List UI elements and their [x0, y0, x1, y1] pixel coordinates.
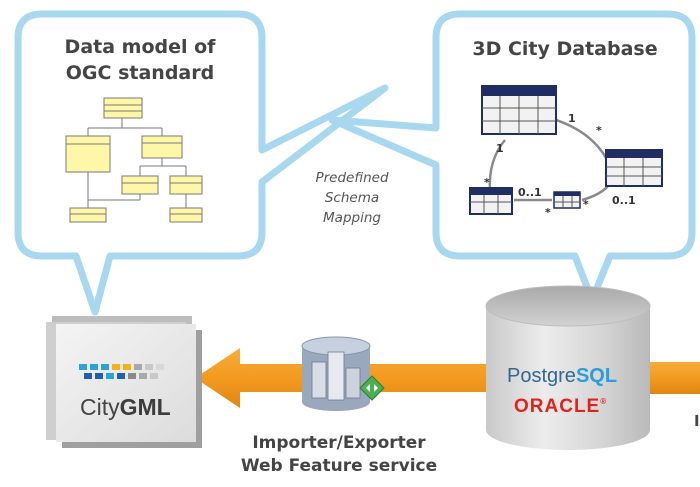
- left-bubble-title-line1: Data model of: [64, 36, 216, 58]
- mult-right-range: 0..1: [612, 194, 636, 207]
- right-speech-bubble: [328, 10, 696, 304]
- tool-label: Importer/Exporter Web Feature service: [214, 432, 464, 478]
- table-left-small: [469, 187, 513, 215]
- oracle-registered: ®: [600, 397, 607, 406]
- oracle-logo: ORACLE®: [514, 396, 607, 417]
- table-tiny: [553, 191, 581, 209]
- mult-left-star: *: [484, 176, 490, 189]
- mapping-line1: Predefined: [315, 170, 389, 186]
- tool-line1: Importer/Exporter: [252, 433, 426, 453]
- right-bubble-title: 3D City Database: [472, 38, 658, 60]
- mult-left-one: 1: [496, 142, 504, 155]
- citygml-city: City: [80, 394, 120, 420]
- multiplicity-labels: 1 1 * * 0..1 * * 0..1: [484, 112, 636, 219]
- tool-line2: Web Feature service: [240, 456, 438, 476]
- sql-word: SQL: [576, 365, 617, 387]
- database-schema-icon: [469, 85, 663, 215]
- database-cylinder-icon: [485, 285, 651, 450]
- mult-top-one: 1: [568, 112, 576, 125]
- city-database-icon: [301, 336, 385, 411]
- edge-text-fragment: I: [694, 412, 700, 430]
- mult-mid-star-left: *: [545, 206, 551, 219]
- mult-mid-left: 0..1: [518, 186, 542, 199]
- mapping-line3: Mapping: [323, 210, 381, 226]
- left-speech-bubble: [14, 10, 389, 316]
- table-large: [481, 85, 557, 135]
- table-right: [605, 149, 663, 187]
- uml-diagram-icon: [65, 97, 203, 223]
- mult-mid-star-right: *: [583, 198, 589, 211]
- mult-right-star: *: [596, 124, 602, 137]
- oracle-word: ORACLE: [514, 396, 600, 417]
- citygml-label: CityGML: [80, 394, 171, 420]
- schema-mapping-label: Predefined Schema Mapping: [292, 168, 412, 228]
- postgres-word: Postgre: [507, 365, 576, 387]
- mapping-line2: Schema: [324, 190, 380, 206]
- citygml-dot-grid: [79, 364, 164, 379]
- left-bubble-title-line2: OGC standard: [65, 62, 215, 84]
- postgresql-logo: PostgreSQL: [507, 365, 617, 387]
- left-bubble-title: Data model of OGC standard: [40, 34, 240, 86]
- citygml-logo: [46, 316, 202, 448]
- citygml-gml: GML: [120, 394, 171, 420]
